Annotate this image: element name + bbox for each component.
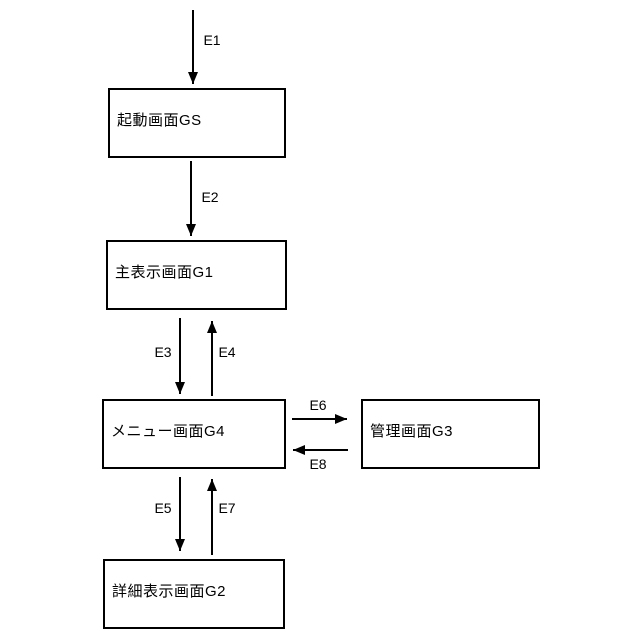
edge-label-e8: E8 (309, 456, 327, 472)
edge-label-e6: E6 (309, 397, 327, 413)
edge-label-e2: E2 (201, 189, 219, 205)
node-label: 主表示画面G1 (115, 264, 214, 281)
node-label: メニュー画面G4 (111, 423, 226, 440)
edge-label-e1: E1 (203, 32, 221, 48)
node-label: 起動画面GS (117, 112, 202, 129)
node-detail-display-screen-g2: 詳細表示画面G2 (103, 559, 285, 629)
node-label: 管理画面G3 (370, 423, 454, 440)
node-label: 詳細表示画面G2 (112, 583, 227, 600)
edge-label-e4: E4 (218, 344, 236, 360)
node-menu-screen-g4: メニュー画面G4 (102, 399, 286, 469)
node-startup-screen-gs: 起動画面GS (108, 88, 286, 158)
node-admin-screen-g3: 管理画面G3 (361, 399, 540, 469)
edge-label-e5: E5 (154, 500, 172, 516)
node-main-display-screen-g1: 主表示画面G1 (106, 240, 287, 310)
edge-label-e7: E7 (218, 500, 236, 516)
edge-label-e3: E3 (154, 344, 172, 360)
